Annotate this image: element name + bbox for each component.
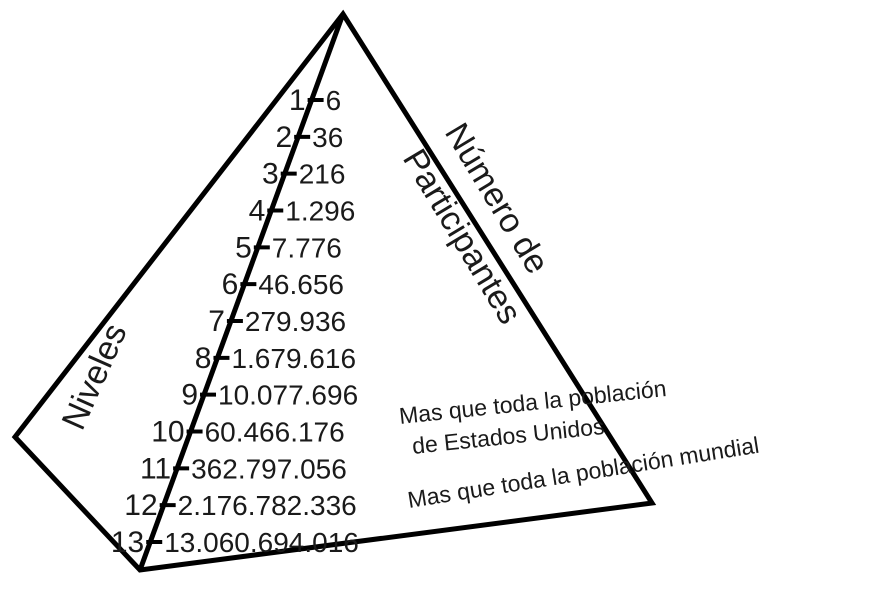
level-number: 2	[275, 121, 292, 154]
participants-value: 10.077.696	[218, 380, 358, 411]
participants-value: 7.776	[272, 232, 342, 263]
participants-value: 362.797.056	[191, 453, 347, 484]
levels-axis-label: Niveles	[55, 318, 135, 435]
level-number: 12	[124, 489, 157, 522]
level-number: 11	[140, 452, 171, 485]
level-number: 4	[249, 195, 266, 228]
level-number: 10	[151, 416, 184, 449]
level-number: 1	[289, 84, 306, 117]
level-number: 5	[235, 231, 252, 264]
participants-value: 1.679.616	[231, 343, 356, 374]
participants-value: 279.936	[245, 306, 346, 337]
pyramid-front-edge	[137, 13, 346, 571]
level-number: 8	[195, 342, 212, 375]
level-number: 9	[181, 379, 198, 412]
level-number: 7	[208, 305, 225, 338]
level-number: 6	[222, 268, 239, 301]
participants-value: 6	[326, 85, 342, 116]
participants-value: 36	[312, 122, 343, 153]
participants-value: 13.060.694.016	[164, 527, 359, 558]
level-number: 13	[111, 526, 144, 559]
participants-value: 1.296	[285, 196, 355, 227]
level-ticks	[146, 98, 324, 544]
participants-value: 60.466.176	[205, 417, 345, 448]
level-number: 3	[262, 158, 279, 191]
participants-value: 2.176.782.336	[178, 490, 357, 521]
participants-value: 46.656	[258, 269, 344, 300]
participants-value: 216	[299, 159, 346, 190]
